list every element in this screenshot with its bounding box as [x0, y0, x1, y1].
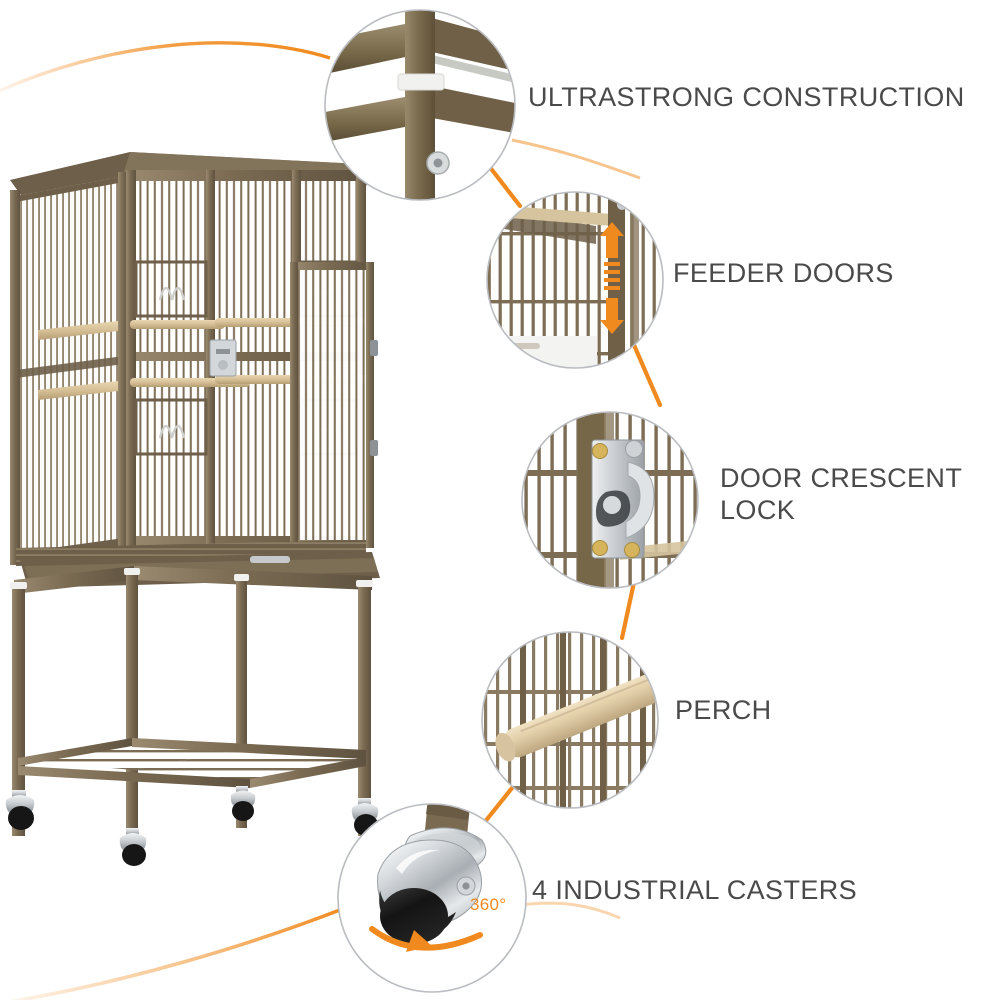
- callout-label-feeder-doors: FEEDER DOORS: [673, 258, 894, 288]
- callout-ring-perch: [481, 631, 659, 809]
- connector-1-2: [486, 163, 523, 209]
- callout-ring-feeder: [486, 191, 664, 369]
- callout-label-construction: ULTRASTRONG CONSTRUCTION: [528, 82, 965, 112]
- caster-front-right: [351, 798, 379, 836]
- ribbon-top-left: [0, 41, 331, 93]
- cage-main-door: [290, 262, 378, 548]
- door-hinge-upper: [370, 340, 378, 356]
- stand-bottom-shelf: [18, 738, 366, 788]
- feeder-door-lower-right: [299, 398, 358, 456]
- connector-4-5: [477, 785, 515, 831]
- feeder-door-lower-left: [134, 398, 208, 456]
- feeder-door-icon: [487, 192, 663, 368]
- perch-left-lower: [38, 381, 118, 400]
- feeder-door-upper-right: [299, 260, 358, 318]
- cage-front-panel: [126, 170, 378, 548]
- rotation-degree-badge: 360°: [470, 895, 507, 914]
- frame-joint-icon: [325, 10, 515, 200]
- wood-perch-icon: [482, 632, 658, 808]
- callout-ring-lock: [521, 411, 699, 589]
- cage-roof: [10, 152, 380, 205]
- cage-stand: [5, 566, 379, 866]
- callout-label-casters: 4 INDUSTRIAL CASTERS: [532, 875, 858, 905]
- callout-ring-construction: [324, 9, 516, 201]
- feeder-door-upper-left: [134, 260, 208, 318]
- perch-front-upper-right: [215, 318, 365, 327]
- up-down-arrow-icon: [600, 222, 624, 334]
- caster-back-right: [230, 786, 256, 821]
- ribbon-top-right: [511, 138, 641, 180]
- stand-leg-front-right: [358, 584, 371, 836]
- callout-label-perch: PERCH: [675, 695, 772, 725]
- connector-2-3: [631, 342, 663, 408]
- perch-front-lower: [130, 378, 250, 387]
- perch-front-upper: [130, 320, 225, 329]
- front-mid-rail: [126, 352, 366, 361]
- cage-left-panel: [10, 172, 128, 565]
- door-crescent-lock: [209, 339, 237, 377]
- perch-left-upper: [38, 321, 118, 340]
- ribbon-bottom-left: [9, 906, 346, 1000]
- stand-leg-back-left: [126, 572, 138, 840]
- tray-handle: [250, 556, 290, 563]
- pull-out-tray: [20, 552, 380, 588]
- front-bottom-rail: [126, 536, 366, 547]
- cage-body: [10, 152, 380, 588]
- stand-leg-back-right: [236, 578, 247, 828]
- door-hinge-lower: [370, 440, 378, 456]
- connector-3-4: [619, 570, 639, 641]
- perch-front-lower-right: [215, 375, 370, 384]
- caster-back-left: [119, 828, 147, 866]
- 360-rotation-arrow-icon: [369, 926, 483, 952]
- crescent-lock-icon: [522, 412, 698, 588]
- cage-floor-tray: [16, 540, 380, 588]
- stand-leg-front-left: [12, 586, 25, 836]
- callout-label-door-crescent-lock: DOOR CRESCENT LOCK: [720, 463, 963, 525]
- front-top-rail: [126, 170, 366, 181]
- caster-front-left: [5, 790, 35, 830]
